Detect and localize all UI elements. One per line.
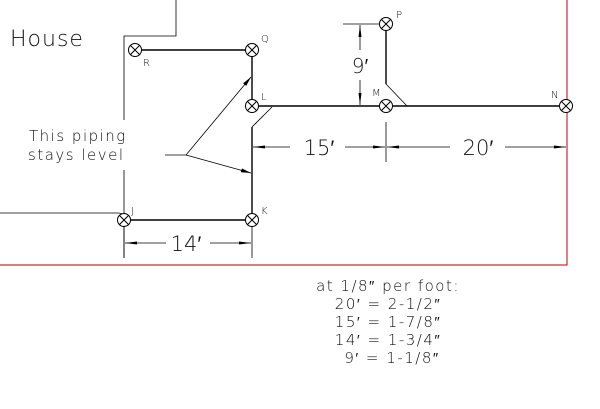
drawing-border xyxy=(0,0,568,266)
point-label-M: M xyxy=(372,88,381,99)
svg-text:stays level: stays level xyxy=(28,146,125,164)
dimension-9: 9′ xyxy=(343,23,379,105)
valve-N-icon xyxy=(559,99,573,113)
svg-text:20′: 20′ xyxy=(463,136,494,160)
point-label-Q: Q xyxy=(261,34,269,45)
svg-text:9′: 9′ xyxy=(352,54,369,78)
valve-P-icon xyxy=(379,17,393,31)
house-label: House xyxy=(10,27,84,52)
pipe-runs xyxy=(124,24,567,221)
dimension-20: 20′ xyxy=(387,136,566,160)
slope-row: 20′ = 2-1/2″ xyxy=(335,295,441,313)
valve-M-icon xyxy=(379,99,393,113)
valve-K-icon xyxy=(245,213,259,227)
point-label-J: J xyxy=(131,206,134,217)
slope-row: 15′ = 1-7/8″ xyxy=(335,313,441,331)
dimension-15: 15′ xyxy=(253,122,387,162)
svg-text:This piping: This piping xyxy=(29,127,127,145)
slope-row: 9′ = 1-1/8″ xyxy=(344,349,439,367)
point-label-K: K xyxy=(261,206,268,217)
point-label-P: P xyxy=(396,10,402,21)
point-label-N: N xyxy=(551,90,558,101)
point-label-L: L xyxy=(261,92,267,103)
dimension-14: 14′ xyxy=(123,226,253,258)
svg-text:14′: 14′ xyxy=(171,232,202,256)
svg-text:15′: 15′ xyxy=(304,136,335,160)
valve-L-icon xyxy=(245,99,259,113)
point-label-R: R xyxy=(143,58,150,69)
slope-table-title: at 1/8″ per foot: xyxy=(316,277,460,295)
slope-table: at 1/8″ per foot: 20′ = 2-1/2″ 15′ = 1-7… xyxy=(316,277,460,367)
valve-R-icon xyxy=(128,43,142,57)
slope-row: 14′ = 1-3/4″ xyxy=(335,331,441,349)
valve-Q-icon xyxy=(245,43,259,57)
valve-J-icon xyxy=(117,213,131,227)
leader-note: This piping stays level xyxy=(28,76,252,174)
